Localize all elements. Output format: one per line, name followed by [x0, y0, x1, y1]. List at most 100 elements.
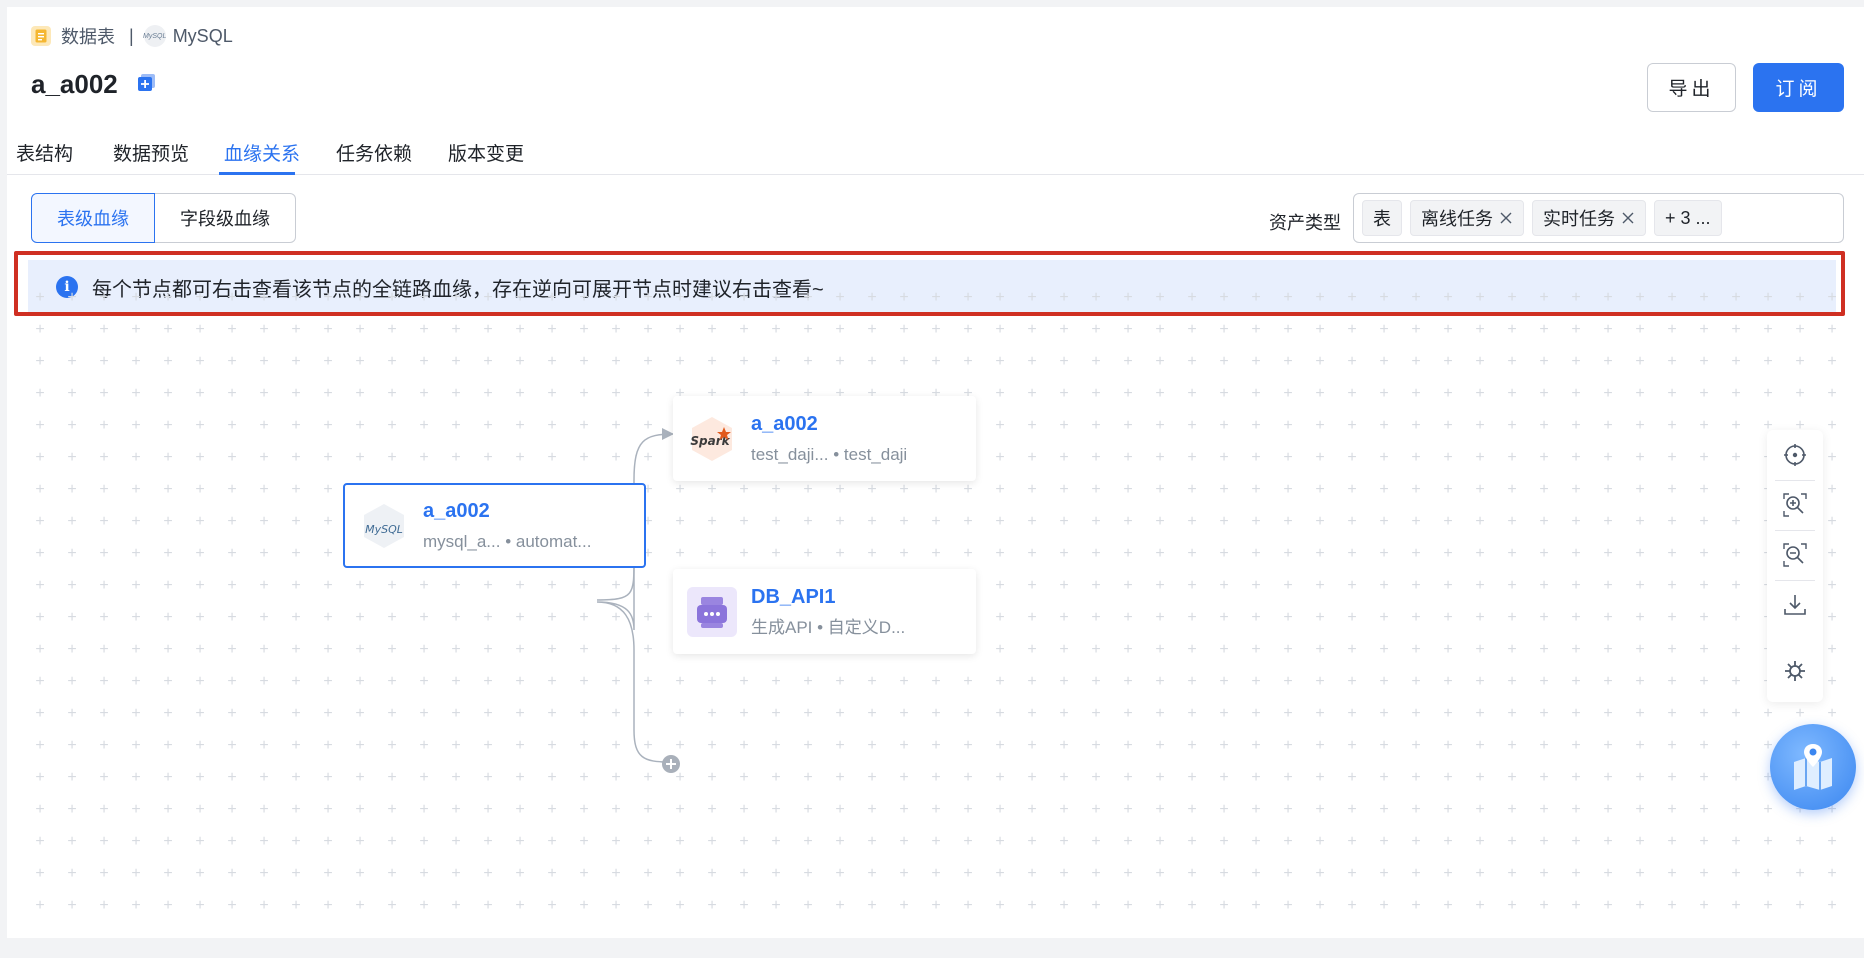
- grid-dot: +: [835, 769, 845, 786]
- grid-dot: +: [1315, 481, 1325, 498]
- grid-dot: +: [67, 897, 77, 914]
- grid-dot: +: [1219, 897, 1229, 914]
- grid-dot: +: [195, 385, 205, 402]
- grid-dot: +: [1731, 449, 1741, 466]
- asset-chip-more[interactable]: + 3 ...: [1654, 200, 1722, 236]
- grid-dot: +: [515, 897, 525, 914]
- grid-dot: +: [1379, 417, 1389, 434]
- grid-dot: +: [1411, 673, 1421, 690]
- grid-dot: +: [1475, 513, 1485, 530]
- grid-dot: +: [1827, 609, 1837, 626]
- grid-dot: +: [1731, 641, 1741, 658]
- locate-icon[interactable]: [1767, 430, 1823, 480]
- export-button[interactable]: 导出: [1647, 63, 1736, 112]
- grid-dot: +: [355, 321, 365, 338]
- grid-dot: +: [803, 705, 813, 722]
- field-lineage-button[interactable]: 字段级血缘: [155, 193, 296, 243]
- grid-dot: +: [1603, 417, 1613, 434]
- grid-dot: +: [1475, 769, 1485, 786]
- grid-dot: +: [995, 353, 1005, 370]
- grid-dot: +: [867, 673, 877, 690]
- grid-dot: +: [1123, 449, 1133, 466]
- tab-data-preview[interactable]: 数据预览: [113, 144, 190, 165]
- grid-dot: +: [675, 545, 685, 562]
- table-lineage-button[interactable]: 表级血缘: [31, 193, 155, 243]
- tab-lineage[interactable]: 血缘关系: [224, 144, 301, 165]
- settings-icon[interactable]: [1767, 646, 1823, 696]
- grid-dot: +: [1763, 769, 1773, 786]
- grid-dot: +: [1315, 321, 1325, 338]
- grid-dot: +: [1347, 705, 1357, 722]
- grid-dot: +: [611, 321, 621, 338]
- grid-dot: +: [1251, 833, 1261, 850]
- grid-dot: +: [323, 769, 333, 786]
- grid-dot: +: [899, 481, 909, 498]
- grid-dot: +: [1603, 673, 1613, 690]
- grid-dot: +: [1475, 417, 1485, 434]
- subscribe-button[interactable]: 订阅: [1753, 63, 1844, 112]
- grid-dot: +: [1443, 417, 1453, 434]
- close-icon[interactable]: [1621, 211, 1635, 225]
- tab-schema[interactable]: 表结构: [16, 144, 74, 165]
- grid-dot: +: [195, 737, 205, 754]
- zoom-in-icon[interactable]: [1767, 480, 1823, 530]
- grid-dot: +: [67, 737, 77, 754]
- add-to-collection-icon[interactable]: [137, 73, 157, 93]
- expand-node-icon[interactable]: [661, 754, 681, 774]
- grid-dot: +: [931, 897, 941, 914]
- tab-version-changes[interactable]: 版本变更: [448, 144, 525, 165]
- grid-dot: +: [1251, 737, 1261, 754]
- grid-dot: +: [1731, 417, 1741, 434]
- asset-type-select[interactable]: 表 离线任务 实时任务 + 3 ...: [1353, 193, 1844, 243]
- breadcrumb-source[interactable]: MySQL: [172, 25, 233, 46]
- grid-dot: +: [387, 609, 397, 626]
- tab-task-dependency[interactable]: 任务依赖: [336, 144, 413, 165]
- grid-dot: +: [1091, 641, 1101, 658]
- grid-dot: +: [1187, 865, 1197, 882]
- grid-dot: +: [323, 385, 333, 402]
- grid-dot: +: [195, 545, 205, 562]
- grid-dot: +: [1379, 865, 1389, 882]
- breadcrumb-category[interactable]: 数据表: [61, 27, 115, 47]
- grid-dot: +: [1699, 641, 1709, 658]
- lineage-canvas[interactable]: + + + + + + + + + + + + + + + + + + + + + + + + + + + + + + + + + + + + + + + +…: [24, 290, 1844, 925]
- grid-dot: +: [803, 801, 813, 818]
- grid-dot: +: [67, 609, 77, 626]
- lineage-tip-alert: i 每个节点都可右击查看该节点的全链路血缘，存在逆向可展开节点时建议右击查看~: [28, 260, 1836, 314]
- grid-dot: +: [1731, 897, 1741, 914]
- lineage-node-source[interactable]: MySQL a_a002 mysql_a... • automat...: [343, 483, 646, 568]
- grid-dot: +: [1315, 673, 1325, 690]
- grid-dot: +: [1315, 641, 1325, 658]
- grid-dot: +: [1443, 801, 1453, 818]
- grid-dot: +: [35, 833, 45, 850]
- guide-map-button[interactable]: [1770, 724, 1856, 810]
- grid-dot: +: [1123, 353, 1133, 370]
- zoom-out-icon[interactable]: [1767, 530, 1823, 580]
- grid-dot: +: [1763, 705, 1773, 722]
- edge-to-api: [596, 565, 670, 763]
- grid-dot: +: [1251, 577, 1261, 594]
- close-icon[interactable]: [1499, 211, 1513, 225]
- grid-dot: +: [419, 769, 429, 786]
- grid-dot: +: [387, 641, 397, 658]
- download-icon[interactable]: [1767, 580, 1823, 630]
- grid-dot: +: [355, 705, 365, 722]
- grid-dot: +: [1795, 897, 1805, 914]
- grid-dot: +: [1059, 737, 1069, 754]
- grid-dot: +: [1251, 705, 1261, 722]
- lineage-node-spark[interactable]: Spark a_a002 test_daji... • test_daji: [673, 396, 976, 481]
- grid-dot: +: [547, 641, 557, 658]
- grid-dot: +: [1219, 449, 1229, 466]
- grid-dot: +: [1315, 417, 1325, 434]
- grid-dot: +: [1091, 289, 1101, 306]
- grid-dot: +: [1539, 673, 1549, 690]
- asset-chip-table: 表: [1362, 200, 1402, 236]
- grid-dot: +: [1699, 321, 1709, 338]
- grid-dot: +: [803, 769, 813, 786]
- grid-dot: +: [1219, 417, 1229, 434]
- grid-dot: +: [1155, 769, 1165, 786]
- grid-dot: +: [35, 353, 45, 370]
- lineage-node-api[interactable]: DB_API1 生成API • 自定义D...: [673, 569, 976, 654]
- grid-dot: +: [451, 737, 461, 754]
- grid-dot: +: [451, 449, 461, 466]
